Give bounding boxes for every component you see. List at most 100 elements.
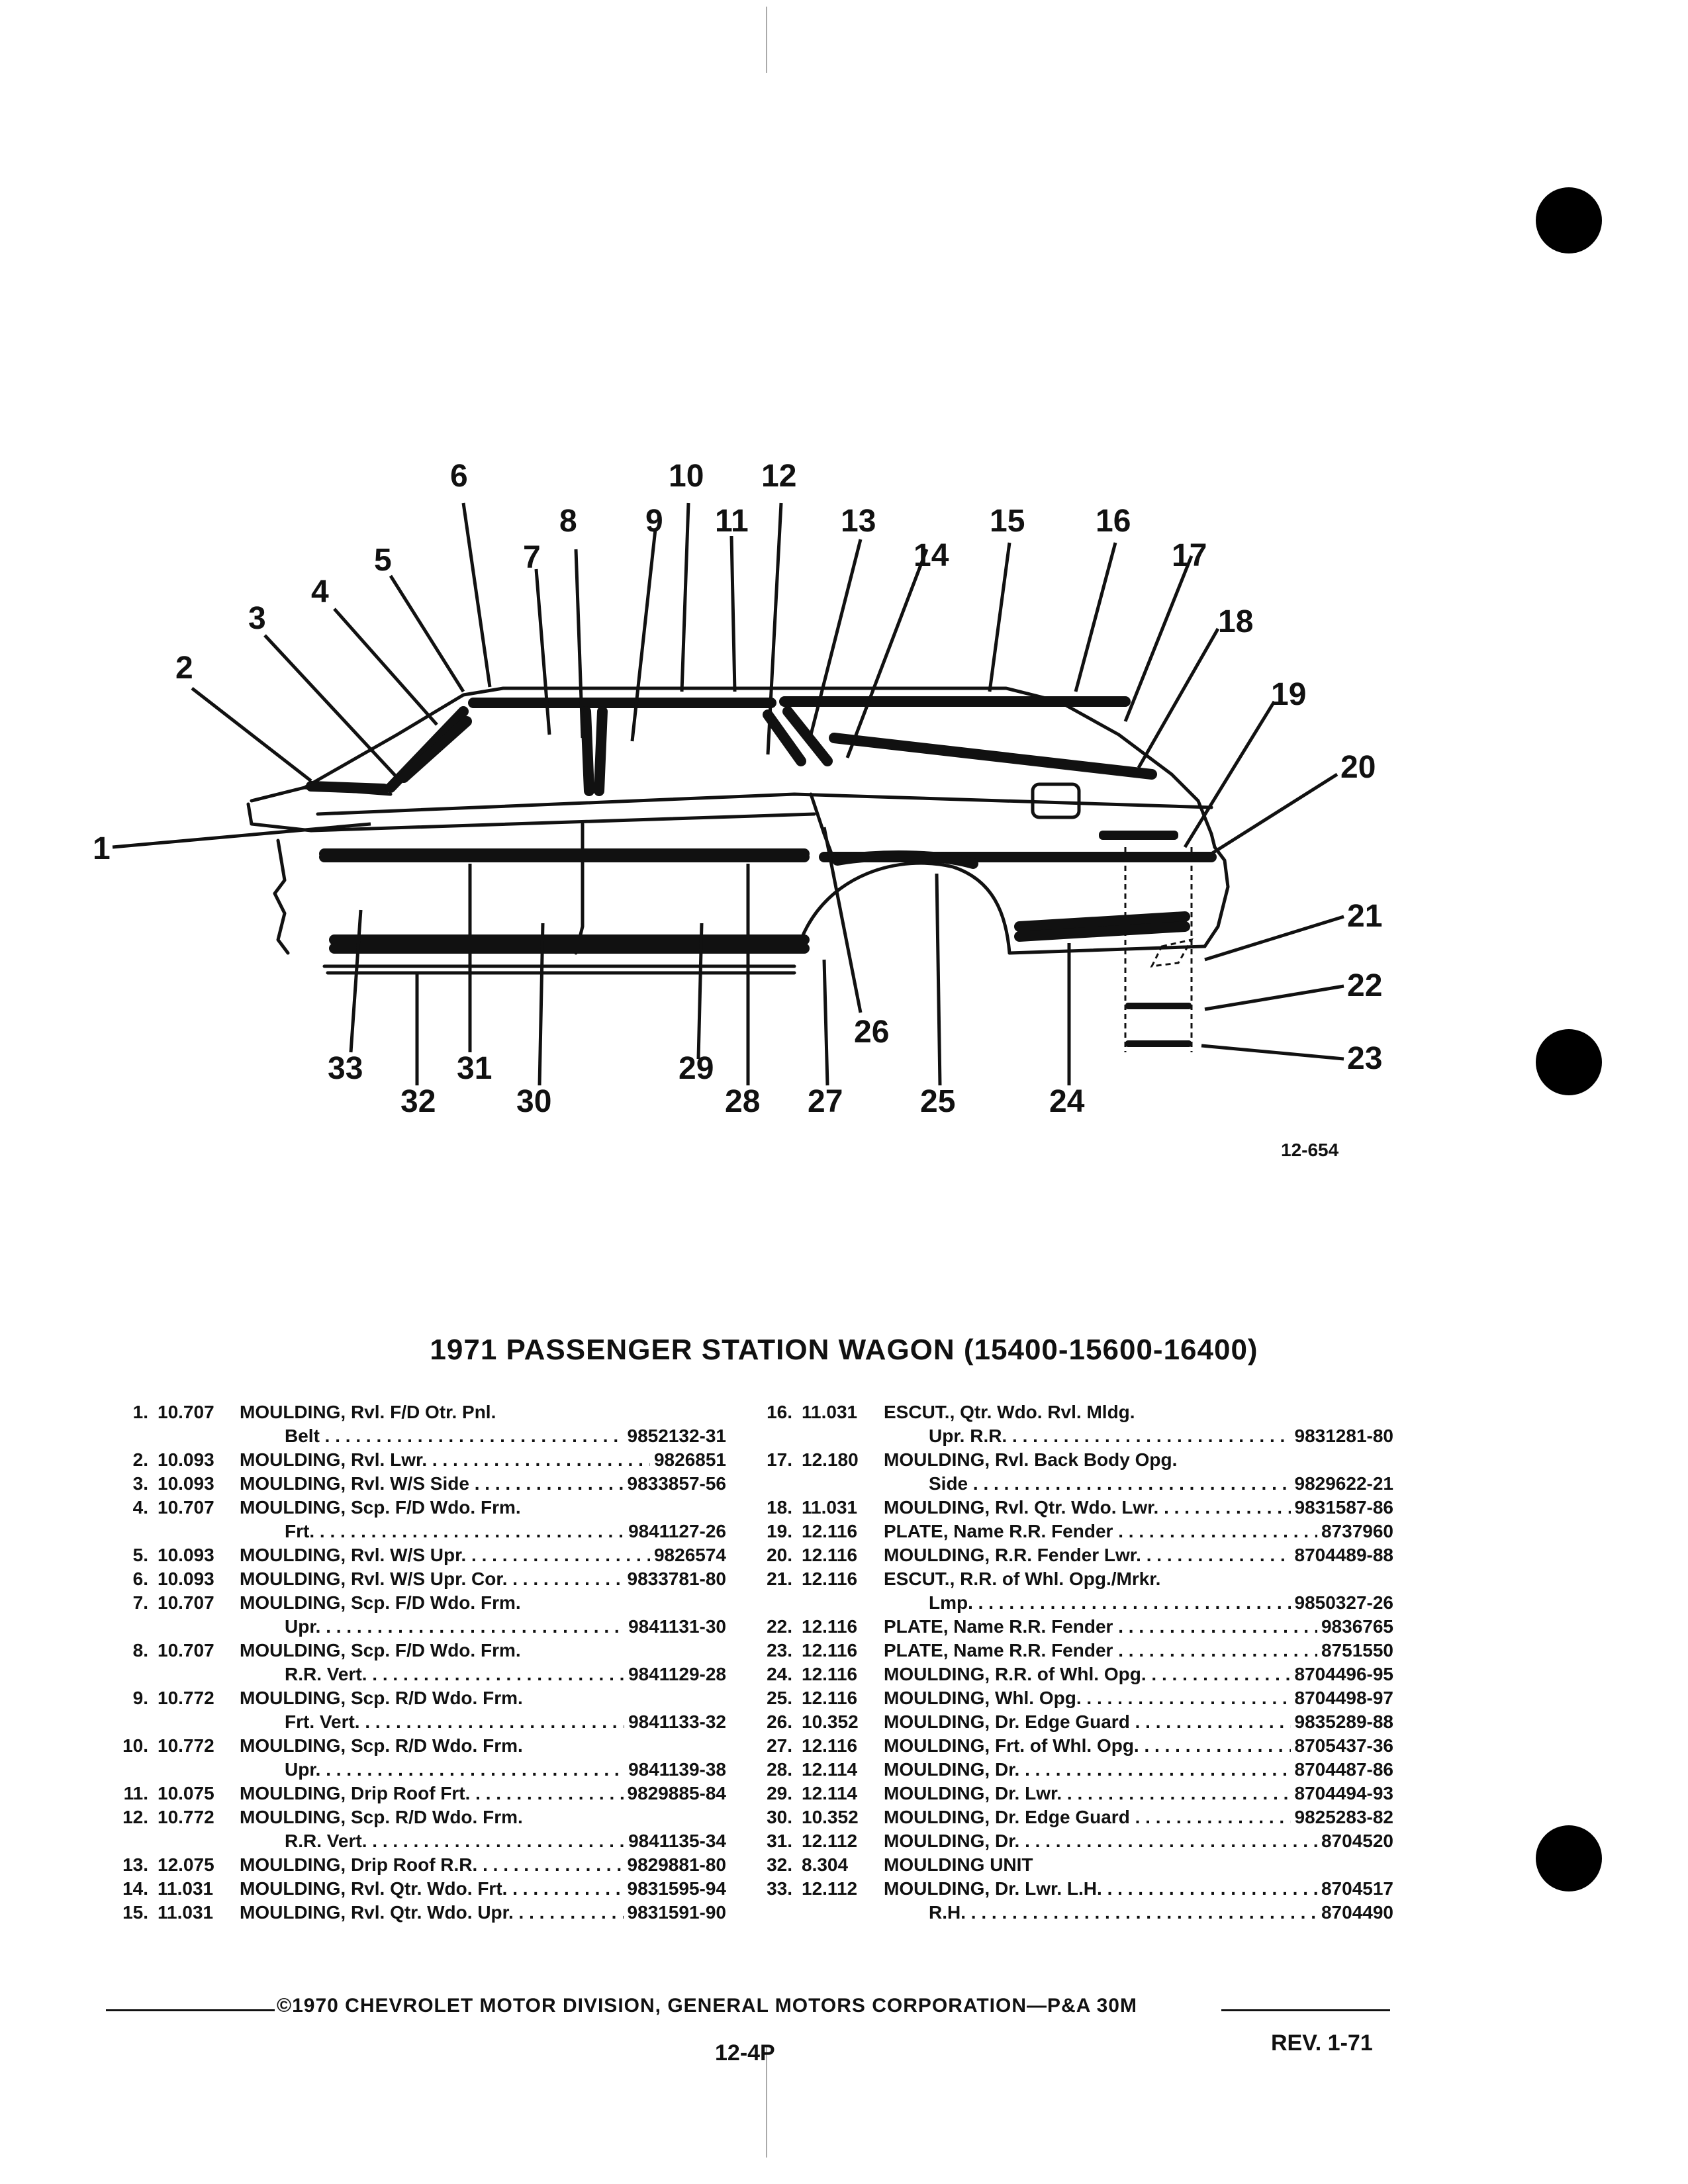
item-number: 1. [132,1402,148,1422]
item-number: 19. [767,1521,792,1541]
callout-16: 16 [1096,504,1131,539]
part-description: MOULDING, Drip Roof Frt. [240,1783,726,1804]
item-number: 13. [122,1854,148,1875]
part-number: 9831587-86 [1290,1497,1393,1518]
part-description: R.R. Vert. [285,1831,726,1852]
part-description: MOULDING, Rvl. W/S Upr. Cor. [240,1569,726,1590]
item-number: 25. [767,1688,792,1708]
part-number: 9831591-90 [623,1902,726,1923]
item-number: 32. [767,1854,792,1875]
group-code: 12.116 [802,1735,858,1756]
group-code: 12.112 [802,1831,858,1851]
callout-8: 8 [559,504,577,539]
callout-25: 25 [920,1084,955,1119]
nameplate-script-23 [1125,1040,1192,1047]
parts-list-row: Belt9852132-31 [107,1426,726,1449]
part-number: 8704487-86 [1290,1759,1393,1780]
parts-list-row: Upr. R.R.9831281-80 [751,1426,1393,1449]
callout-26: 26 [854,1015,889,1050]
part-number: 8705437-36 [1290,1735,1393,1756]
part-description: Frt. Vert. [285,1711,726,1733]
part-number: 9841133-32 [624,1711,726,1733]
part-number: 9841127-26 [624,1521,726,1542]
group-code: 12.116 [802,1545,858,1565]
group-code: 11.031 [158,1878,214,1899]
group-code: 10.093 [158,1473,214,1494]
group-code: 12.112 [802,1878,858,1899]
parts-list-row: Lmp.9850327-26 [751,1592,1393,1616]
item-number: 15. [122,1902,148,1923]
part-number: 9829622-21 [1290,1473,1393,1494]
moulding-strips [306,696,1217,954]
part-description: PLATE, Name R.R. Fender [884,1616,1393,1637]
part-description: Frt. [285,1521,726,1542]
part-number: 9841135-34 [624,1831,726,1852]
part-description: MOULDING, Scp. R/D Wdo. Frm. [240,1807,523,1827]
group-code: 10.772 [158,1807,214,1827]
nameplate-locations [1124,847,1194,1052]
part-description: MOULDING, Frt. of Whl. Opg. [884,1735,1393,1756]
item-number: 11. [123,1783,148,1803]
part-description: MOULDING, Dr. [884,1831,1393,1852]
parts-list-row: 27. 12.116 MOULDING, Frt. of Whl. Opg.8705… [751,1735,1393,1759]
item-number: 6. [132,1569,148,1589]
part-description: MOULDING, Dr. Edge Guard [884,1807,1393,1828]
callout-11: 11 [715,504,749,539]
group-code: 11.031 [802,1497,858,1518]
part-number: 8704496-95 [1290,1664,1393,1685]
part-description: MOULDING, Scp. R/D Wdo. Frm. [240,1735,523,1756]
group-code: 12.116 [802,1640,858,1661]
part-description: Belt [285,1426,726,1447]
item-number: 23. [767,1640,792,1661]
part-description: Lmp. [929,1592,1393,1614]
part-description: MOULDING, Rvl. Back Body Opg. [884,1449,1178,1470]
item-number: 31. [767,1831,792,1851]
page-title: 1971 PASSENGER STATION WAGON (15400-1560… [430,1334,1258,1366]
item-number: 21. [767,1569,792,1589]
part-number: 9835289-88 [1290,1711,1393,1733]
callout-18: 18 [1218,604,1253,639]
part-description: PLATE, Name R.R. Fender [884,1640,1393,1661]
binder-hole-top [1536,187,1602,253]
group-code: 12.114 [802,1783,858,1803]
part-description: MOULDING, Scp. F/D Wdo. Frm. [240,1592,521,1613]
part-description: Upr. [285,1616,726,1637]
callout-33: 33 [328,1051,363,1086]
item-number: 33. [767,1878,792,1899]
part-description: ESCUT., Qtr. Wdo. Rvl. Mldg. [884,1402,1135,1422]
footer-rule-right [1221,2009,1390,2011]
part-number: 9829885-84 [623,1783,726,1804]
parts-list-row: R.R. Vert.9841135-34 [107,1831,726,1854]
part-number: 9829881-80 [623,1854,726,1876]
callout-12: 12 [761,459,796,494]
parts-list-row: R.H.8704490 [751,1902,1393,1926]
item-number: 27. [767,1735,792,1756]
item-number: 18. [767,1497,792,1518]
part-number: 8704489-88 [1290,1545,1393,1566]
binder-hole-middle [1536,1029,1602,1095]
part-number: 9826851 [649,1449,726,1471]
callout-7: 7 [523,540,541,575]
group-code: 12.116 [802,1569,858,1589]
callout-21: 21 [1347,899,1382,934]
callout-5: 5 [374,543,392,578]
item-number: 4. [132,1497,148,1518]
revision: REV. 1-71 [1271,2030,1373,2056]
copyright-footer: ©1970 CHEVROLET MOTOR DIVISION, GENERAL … [277,1995,1137,2017]
part-number: 8704494-93 [1290,1783,1393,1804]
part-description: MOULDING, Rvl. W/S Side [240,1473,726,1494]
part-number: 9826574 [649,1545,726,1566]
callout-23: 23 [1347,1041,1382,1076]
callout-1: 1 [93,831,111,866]
callout-31: 31 [457,1051,492,1086]
item-number: 26. [767,1711,792,1732]
